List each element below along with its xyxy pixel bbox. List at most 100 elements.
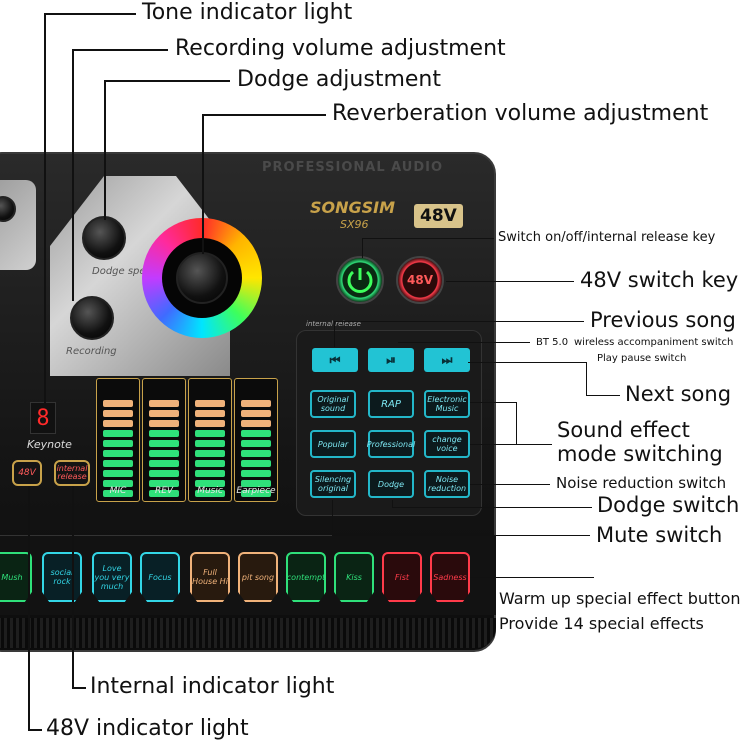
effect-button-full-house[interactable]: Full House Hi [190, 552, 230, 602]
annotation-warm-up: Warm up special effect button [499, 589, 741, 608]
leader-line [470, 444, 552, 445]
meter-label-rev: REV [154, 486, 174, 496]
annotation-48v-indicator: 48V indicator light [46, 716, 249, 741]
leader-line [470, 484, 550, 485]
brand-text: PROFESSIONAL AUDIO [262, 160, 444, 175]
leader-line [392, 500, 393, 508]
leader-line [586, 395, 620, 396]
leader-line [332, 500, 333, 536]
leader-line [72, 49, 74, 301]
annotation-sound-effect-1: Sound effect [557, 418, 690, 442]
effect-button-pit-song[interactable]: pit song [238, 552, 278, 602]
professional-button[interactable]: Professional [367, 430, 415, 458]
leader-line [104, 80, 230, 82]
effect-button-social-rock[interactable]: social rock [42, 552, 82, 602]
effect-button-kiss[interactable]: Kiss [334, 552, 374, 602]
meter-label-earpiece: Earpiece [236, 486, 276, 496]
annotation-switch-onoff: Switch on/off/internal release key [498, 230, 716, 245]
annotation-dodge-adjustment: Dodge adjustment [237, 67, 441, 92]
meter-label-mic: MIC [109, 486, 127, 496]
leader-line [392, 507, 592, 508]
leader-line [516, 402, 517, 444]
keynote-label: Keynote [27, 438, 72, 451]
effect-button-mush[interactable]: Mush [0, 552, 32, 602]
annotation-reverb-volume: Reverberation volume adjustment [332, 101, 709, 126]
popular-button[interactable]: Popular [310, 430, 356, 458]
recording-knob[interactable] [70, 296, 114, 340]
annotation-internal-indicator: Internal indicator light [90, 674, 335, 699]
meter-mic [96, 378, 140, 502]
leader-line [202, 114, 326, 116]
effect-button-focus[interactable]: Focus [140, 552, 180, 602]
next-song-button[interactable]: ⏭ [424, 348, 470, 372]
recording-label: Recording [66, 346, 117, 357]
badge-48v: 48V [414, 204, 463, 228]
internal-release-button[interactable]: internal release [54, 460, 90, 486]
silencing-original-button[interactable]: Silencing original [310, 470, 356, 498]
leader-line [468, 362, 586, 363]
annotation-next-song: Next song [625, 382, 732, 406]
dodge-speed-label: Dodge speed [92, 266, 159, 277]
change-voice-button[interactable]: change voice [424, 430, 470, 458]
meter-rev [142, 378, 186, 502]
left-metal-plate [0, 180, 36, 270]
leader-line [586, 362, 587, 396]
meter-label-music: Music [197, 486, 223, 496]
previous-song-button[interactable]: ⏮ [312, 348, 358, 372]
annotation-recording-volume: Recording volume adjustment [175, 36, 506, 61]
electronic-music-button[interactable]: Electronic Music [424, 390, 470, 418]
leader-line [334, 321, 335, 347]
annotation-48v-switch: 48V switch key [580, 268, 739, 292]
leader-line [202, 114, 204, 254]
dodge-button[interactable]: Dodge [368, 470, 414, 498]
effect-button-fist[interactable]: Fist [382, 552, 422, 602]
keynote-display: 8 [30, 402, 56, 434]
leader-line [470, 402, 516, 403]
effect-button-contempt[interactable]: contempt [286, 552, 326, 602]
speaker-grille [0, 618, 496, 648]
annotation-sound-effect-2: mode switching [557, 442, 723, 466]
leader-line [332, 535, 590, 536]
annotation-mute-switch: Mute switch [596, 523, 723, 547]
leader-line [446, 281, 574, 282]
annotation-provide-14: Provide 14 special effects [499, 614, 704, 633]
leader-line [72, 486, 74, 688]
annotation-bt-text: wireless accompaniment switch [574, 337, 734, 348]
leader-line [44, 13, 46, 403]
effect-button-sadness[interactable]: Sadness [430, 552, 470, 602]
dodge-knob[interactable] [82, 216, 126, 260]
leader-line [28, 729, 42, 731]
leader-line [362, 238, 363, 258]
48v-indicator-button[interactable]: 48V [12, 460, 42, 486]
annotation-noise-reduction: Noise reduction switch [556, 474, 727, 492]
play-pause-button[interactable]: ⏯ [368, 348, 414, 372]
leader-line [28, 486, 30, 730]
left-knob[interactable] [0, 196, 16, 222]
leader-line [72, 49, 168, 51]
leader-line [470, 577, 594, 578]
effect-button-love-you[interactable]: Love you very much [92, 552, 132, 602]
annotation-dodge-switch: Dodge switch [597, 493, 740, 517]
annotation-tone-indicator: Tone indicator light [142, 0, 353, 25]
leader-line [44, 13, 136, 15]
internal-release-small-label: internal release [306, 320, 361, 328]
meter-earpiece [234, 378, 278, 502]
leader-line [398, 342, 530, 343]
leader-line [362, 238, 494, 239]
logo-text: SONGSIM [310, 198, 396, 217]
reverb-knob[interactable] [176, 252, 228, 304]
power-icon [347, 268, 373, 293]
leader-line [104, 80, 106, 220]
rap-button[interactable]: RAP [368, 390, 414, 418]
annotation-play-pause: Play pause switch [597, 353, 687, 364]
original-sound-button[interactable]: Original sound [310, 390, 356, 418]
leader-line [72, 687, 86, 689]
annotation-bt-label: BT 5.0 [536, 337, 569, 348]
leader-line [334, 321, 584, 322]
48v-switch-button[interactable]: 48V [396, 256, 444, 304]
noise-reduction-button[interactable]: Noise reduction [424, 470, 470, 498]
model-text: SX96 [340, 218, 369, 231]
annotation-previous-song: Previous song [590, 308, 736, 332]
meter-music [188, 378, 232, 502]
power-button[interactable] [336, 256, 384, 304]
